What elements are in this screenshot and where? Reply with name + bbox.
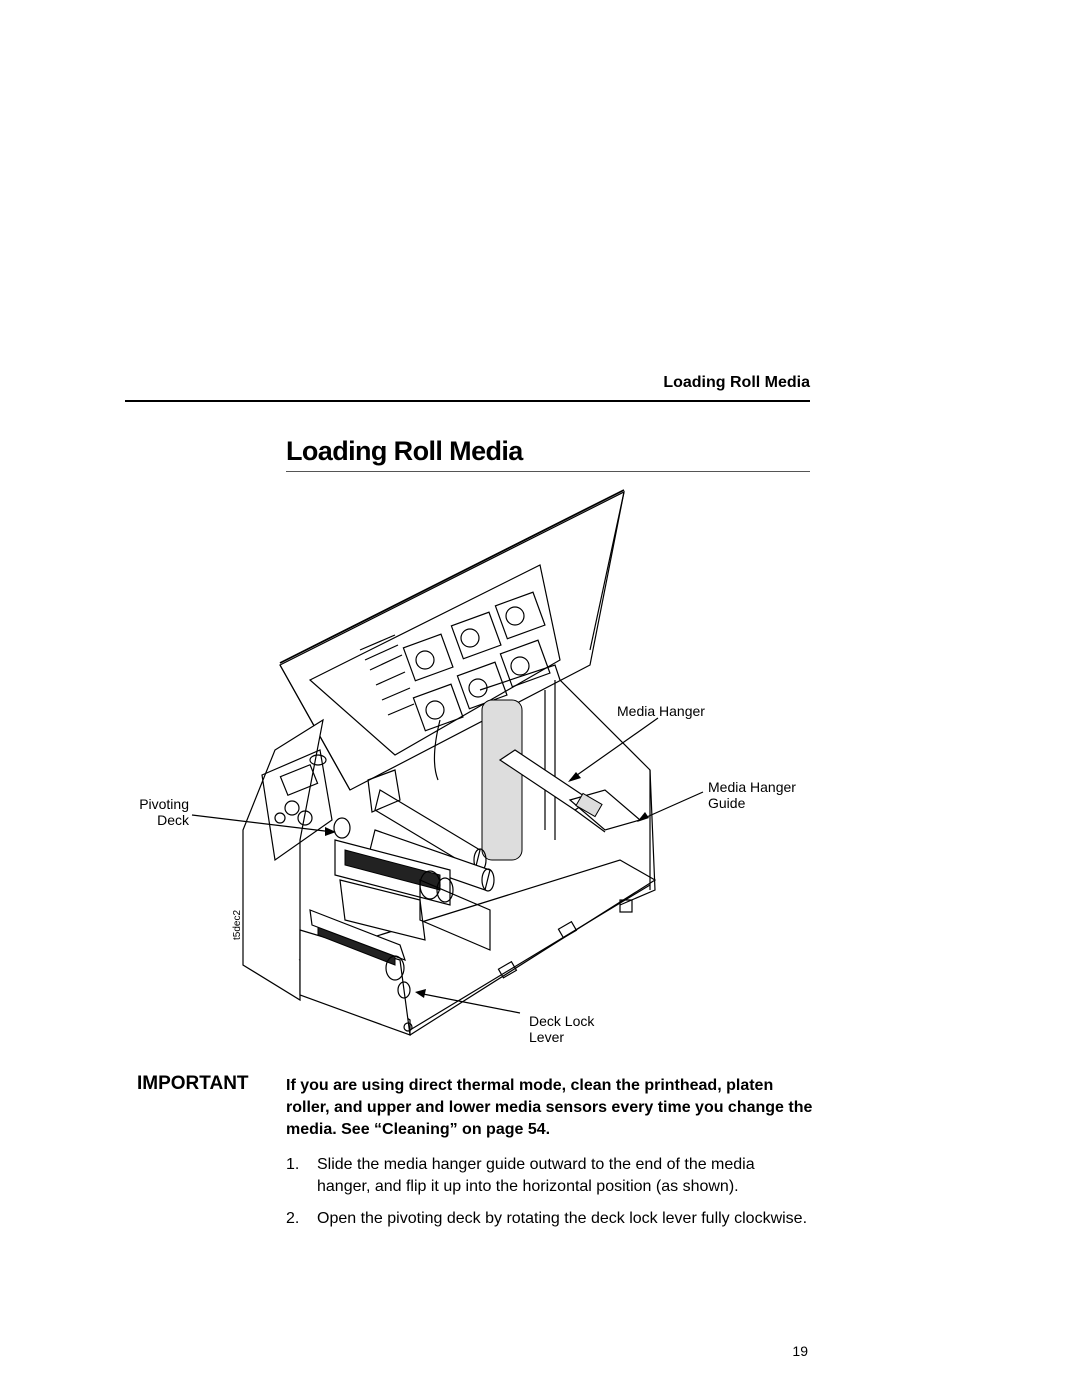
callout-media-hanger: Media Hanger: [617, 703, 705, 719]
step-1: 1. Slide the media hanger guide outward …: [286, 1154, 810, 1198]
platen-assembly: [299, 909, 413, 1036]
title-rule: [286, 471, 810, 472]
label-diagrams: [359, 591, 551, 732]
printer-illustration: t5dec2: [0, 480, 1080, 1060]
pivoting-deck-figure: [333, 817, 491, 951]
callout-line: Media Hanger: [708, 779, 796, 795]
printer-chassis: [242, 664, 657, 1036]
step-number: 2.: [286, 1210, 300, 1227]
figure-id-label: t5dec2: [232, 910, 243, 940]
callout-leaders: [191, 717, 704, 1014]
header-rule: [125, 400, 810, 402]
callout-media-hanger-guide: Media Hanger Guide: [708, 779, 796, 811]
step-text: Slide the media hanger guide outward to …: [317, 1156, 755, 1195]
page-number: 19: [792, 1343, 808, 1359]
important-note: If you are using direct thermal mode, cl…: [286, 1077, 813, 1138]
top-cover: [279, 489, 625, 791]
section-title: Loading Roll Media: [286, 436, 523, 466]
callout-line: Lever: [529, 1029, 565, 1045]
step-2: 2. Open the pivoting deck by rotating th…: [286, 1208, 810, 1230]
callout-deck-lock-lever: Deck Lock Lever: [529, 1013, 594, 1045]
spindles: [367, 719, 495, 892]
running-header: Loading Roll Media: [663, 374, 810, 391]
callout-line: Deck: [157, 812, 189, 828]
step-text: Open the pivoting deck by rotating the d…: [317, 1210, 808, 1227]
callout-pivoting-deck: Pivoting Deck: [131, 796, 189, 828]
callout-line: Deck Lock: [529, 1013, 595, 1029]
important-label: IMPORTANT: [137, 1073, 249, 1094]
callout-line: Pivoting: [139, 796, 189, 812]
step-number: 1.: [286, 1156, 300, 1173]
callout-line: Guide: [708, 795, 746, 811]
